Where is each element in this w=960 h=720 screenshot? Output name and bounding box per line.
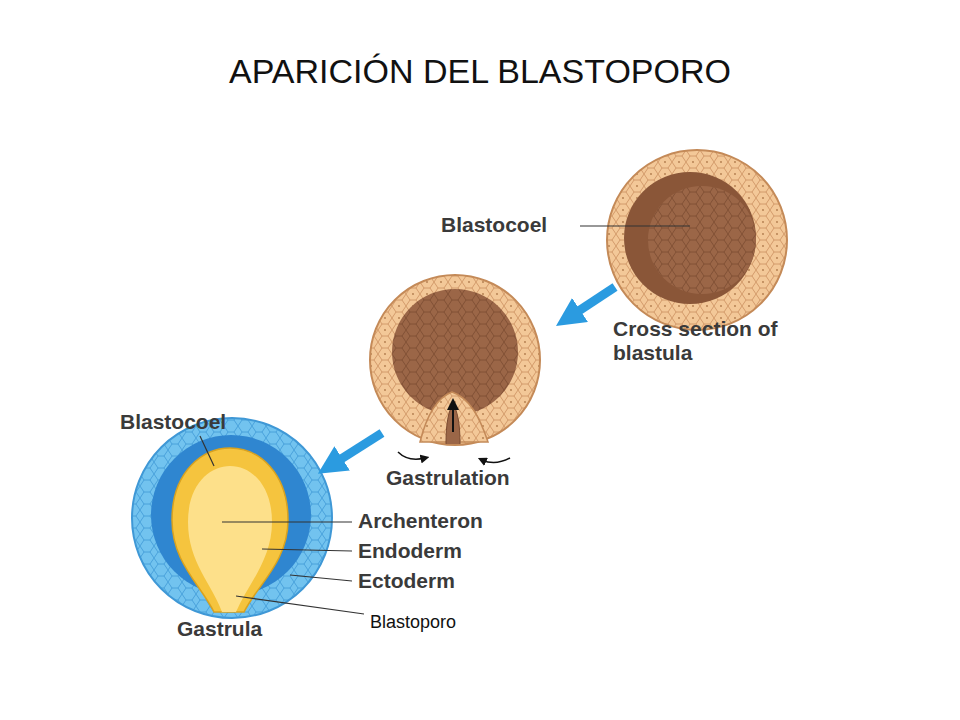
gastrulating-embryo: [370, 275, 540, 463]
structure-label: Endoderm: [358, 539, 462, 563]
structure-label: Archenteron: [358, 509, 483, 533]
slide-title: APARICIÓN DEL BLASTOPORO: [229, 52, 731, 91]
blastula: [607, 150, 787, 330]
structure-label: Blastocoel: [120, 410, 226, 434]
structure-label: Blastoporo: [370, 612, 456, 633]
stage-arrow: [568, 287, 615, 318]
leader-lines: [200, 226, 690, 614]
structure-label: Blastocoel: [441, 213, 547, 237]
stage-caption: Cross section of blastula: [613, 317, 785, 365]
stage-caption: Gastrula: [177, 617, 262, 641]
stage-arrow: [330, 433, 382, 466]
process-label: Gastrulation: [386, 466, 510, 490]
structure-label: Ectoderm: [358, 569, 455, 593]
gastrula: [132, 418, 332, 618]
